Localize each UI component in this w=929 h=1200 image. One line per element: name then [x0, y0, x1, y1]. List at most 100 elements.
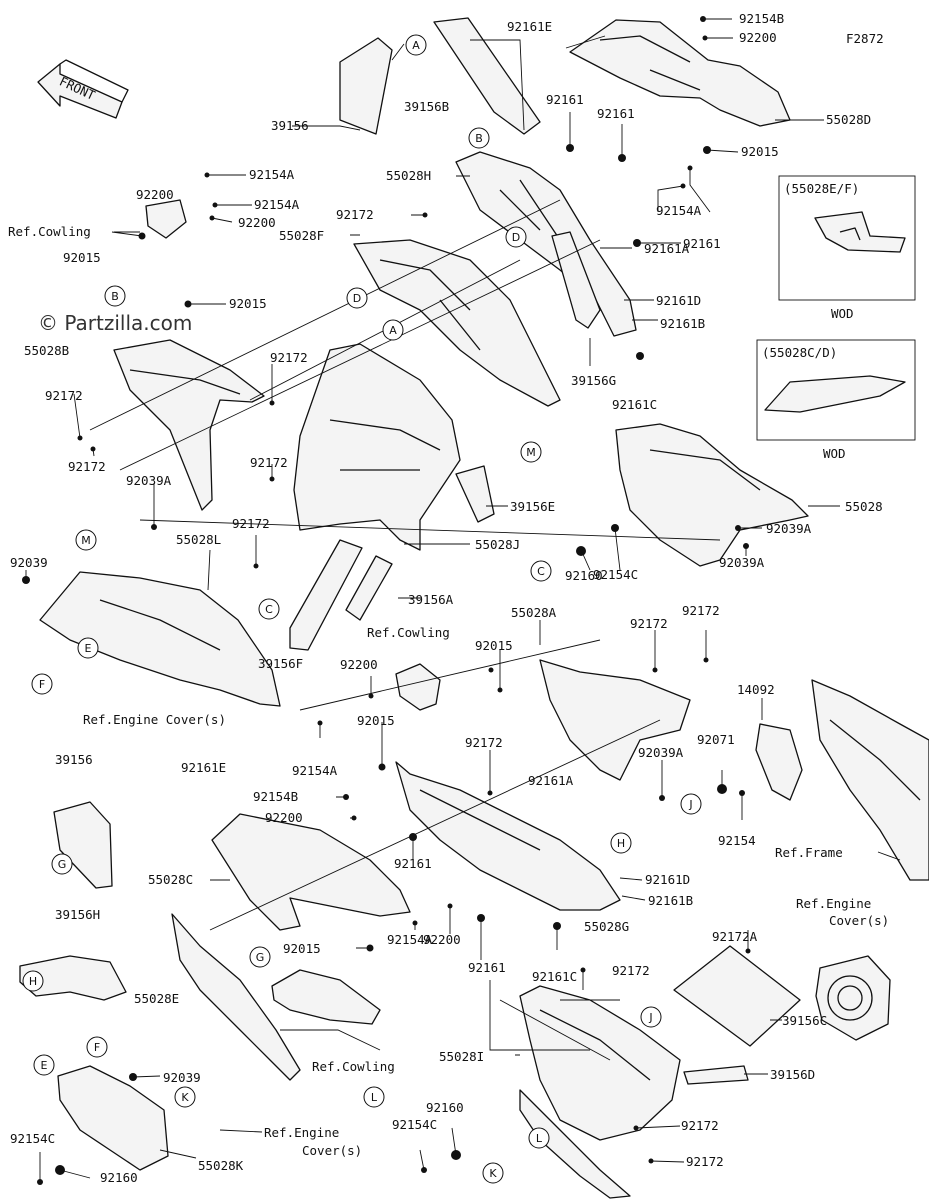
callout-letter: B: [111, 290, 119, 303]
part-label: 92161D: [656, 293, 701, 308]
part-cowling-ref-lower: [271, 969, 381, 1025]
part-label: 39156: [271, 118, 309, 133]
part-label: 92154A: [292, 763, 338, 778]
part-label: 55028I: [439, 1049, 484, 1064]
part-label: 55028E: [134, 991, 179, 1006]
part-label: 92172: [68, 459, 106, 474]
callout-a-lower: A: [382, 319, 404, 341]
part-label: 39156E: [510, 499, 555, 514]
callout-letter: L: [371, 1091, 378, 1104]
part-label: 92015: [741, 144, 779, 159]
part-label: Ref.Cowling: [8, 224, 91, 239]
part-label: 39156F: [258, 656, 303, 671]
part-label: 92154A: [249, 167, 295, 182]
part-label: 55028H: [386, 168, 431, 183]
part-label: 92172: [630, 616, 668, 631]
wod-box-caption: WOD: [831, 306, 854, 321]
part-label: 39156B: [404, 99, 449, 114]
part-label: 92015: [475, 638, 513, 653]
callout-letter: K: [181, 1091, 189, 1104]
part-label: 92015: [229, 296, 267, 311]
part-label: 92160: [100, 1170, 138, 1185]
part-14092-cover: [755, 723, 803, 801]
part-label: 92154A: [254, 197, 300, 212]
part-label: 92154C: [392, 1117, 437, 1132]
part-label: 92161: [468, 960, 506, 975]
callout-letter: B: [475, 132, 483, 145]
callout-letter: A: [389, 324, 397, 337]
part-label: Ref.Frame: [775, 845, 843, 860]
part-39156-pad-lower: [53, 801, 113, 889]
part-label: 92160: [426, 1100, 464, 1115]
callout-k-left: K: [174, 1086, 196, 1108]
callout-letter: C: [537, 565, 545, 578]
callout-f-lower: F: [86, 1036, 108, 1058]
part-55028-rear-cover: [615, 423, 809, 567]
callout-letter: L: [536, 1132, 543, 1145]
part-label: 39156D: [770, 1067, 815, 1082]
part-label: 92160: [565, 568, 603, 583]
callout-e-lower: E: [33, 1054, 55, 1076]
callout-markers: A A B B C C D D E E F F G G H H J J K K …: [22, 34, 702, 1184]
callout-h-right: H: [610, 832, 632, 854]
part-55028b-left-panel: [113, 339, 265, 511]
part-39156-pad-upper: [339, 37, 393, 135]
part-label: 92039: [10, 555, 48, 570]
part-label: 92154A: [387, 932, 433, 947]
part-label: 92161A: [644, 241, 690, 256]
callout-f-upper: F: [31, 673, 53, 695]
callout-letter: H: [29, 975, 37, 988]
part-label: 92172: [250, 455, 288, 470]
callout-m-right: M: [520, 441, 542, 463]
callout-letter: A: [412, 39, 420, 52]
callout-b-lower: B: [104, 285, 126, 307]
part-label: 92172: [612, 963, 650, 978]
part-label: 92200: [265, 810, 303, 825]
part-label: 92172: [686, 1154, 724, 1169]
part-label: 14092: [737, 682, 775, 697]
callout-d-right: D: [505, 226, 527, 248]
callout-d-left: D: [346, 287, 368, 309]
part-frame-ref: [811, 679, 929, 881]
part-label: 92161C: [532, 969, 577, 984]
part-55028c-upper-cowl-left: [211, 813, 411, 931]
part-label: 39156G: [571, 373, 616, 388]
part-label: 92015: [63, 250, 101, 265]
part-label: 92172: [232, 516, 270, 531]
callout-letter: F: [94, 1041, 100, 1054]
part-39156e-pad: [455, 465, 495, 523]
part-label: 92071: [697, 732, 735, 747]
part-label: 92172: [682, 603, 720, 618]
leader-lines: [25, 18, 901, 1182]
part-ref-cowling-bracket: [145, 199, 187, 239]
part-label: Ref.Engine Cover(s): [83, 712, 226, 727]
wod-box-title: (55028C/D): [762, 345, 837, 360]
part-label: 92039A: [638, 745, 684, 760]
wod-box-title: (55028E/F): [784, 181, 859, 196]
part-label: 92161E: [507, 19, 552, 34]
part-label: 55028B: [24, 343, 69, 358]
part-label: 92161B: [660, 316, 705, 331]
part-label: 55028C: [148, 872, 193, 887]
part-label: 92039A: [766, 521, 812, 536]
part-label: 92154C: [10, 1131, 55, 1146]
callout-j-lower: J: [640, 1006, 662, 1028]
part-label: 92200: [136, 187, 174, 202]
part-label: Ref.Engine: [796, 896, 871, 911]
part-39156f-pad: [289, 539, 363, 651]
callout-c-right: C: [530, 560, 552, 582]
part-label: 92161B: [648, 893, 693, 908]
part-55028j-center-panel: [293, 343, 461, 551]
part-label: 92039A: [719, 555, 765, 570]
part-label: Ref.Cowling: [367, 625, 450, 640]
part-label: 92015: [357, 713, 395, 728]
callout-letter: M: [526, 446, 536, 459]
callout-letter: F: [39, 678, 45, 691]
watermark-text: © Partzilla.com: [38, 311, 192, 335]
callout-b-upper: B: [468, 127, 490, 149]
part-label: 55028: [845, 499, 883, 514]
part-55028a-bracket-panel: [539, 659, 691, 781]
part-label: 92154C: [593, 567, 638, 582]
part-39156a-pad: [345, 555, 393, 621]
